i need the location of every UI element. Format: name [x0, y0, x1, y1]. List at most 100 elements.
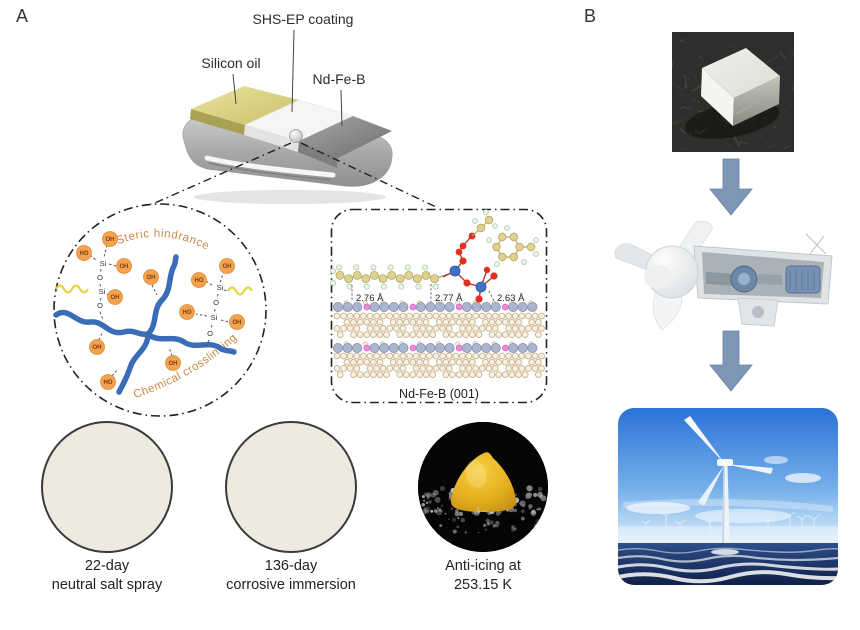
silicon-oil-edge: [190, 109, 245, 135]
stone-speck: [673, 83, 684, 91]
hydrogen-atom: [336, 264, 342, 271]
frost-speck: [421, 510, 427, 515]
atom: [416, 331, 423, 338]
stone-speck: [772, 123, 778, 130]
frost-speck: [535, 519, 541, 524]
atom: [388, 342, 399, 353]
atom: [515, 371, 522, 378]
droplet-sphere: [289, 129, 303, 143]
hydrogen-atom: [415, 283, 422, 290]
anti-icing-photo: [418, 422, 548, 552]
surface-plane-label: Nd-Fe-B (001): [399, 387, 479, 401]
stone-speck: [678, 67, 682, 74]
atom: [419, 312, 427, 320]
silicon-oil-leader-line: [232, 73, 237, 105]
frost-speck: [450, 507, 453, 510]
atom: [445, 352, 453, 360]
atom: [492, 365, 499, 372]
frost-speck: [485, 510, 487, 513]
alkyl-chain: [330, 264, 453, 290]
atom: [402, 318, 410, 326]
turbine-blade-2: [725, 464, 773, 474]
atom: [425, 301, 436, 312]
atom: [340, 312, 347, 320]
atom: [409, 344, 417, 352]
atom: [379, 352, 387, 360]
atom: [508, 371, 516, 378]
gearbox-hub: [738, 273, 750, 285]
stone-speck: [672, 120, 676, 125]
frost-speck: [528, 507, 531, 510]
distance-lines: [351, 284, 495, 302]
stone-speck: [692, 97, 697, 103]
atom: [488, 371, 496, 378]
atom: [478, 365, 486, 372]
silicone-squiggles: [55, 284, 253, 296]
atom: [415, 301, 426, 312]
hydroxyl-circle: [143, 269, 159, 285]
atom: [442, 331, 450, 338]
atom: [363, 371, 371, 378]
frost-speck: [433, 509, 438, 513]
atom: [511, 325, 519, 332]
atom: [439, 325, 446, 332]
hydrogen-atom: [381, 283, 387, 290]
hydroxyl-label: HO: [183, 310, 192, 316]
stone-speck: [674, 119, 683, 124]
caption-line: 253.15 K: [453, 577, 513, 593]
atom: [396, 371, 404, 378]
atom: [432, 352, 440, 360]
atom: [416, 318, 423, 326]
atom: [426, 365, 433, 372]
atom: [379, 312, 387, 320]
frost-speck: [424, 506, 431, 513]
atom: [455, 344, 463, 352]
frost-speck: [423, 507, 427, 511]
atom: [366, 365, 374, 372]
frost-speck: [483, 523, 487, 527]
hydrogen-atom: [422, 264, 428, 271]
frost-speck: [452, 529, 457, 534]
frost-speck: [430, 510, 434, 513]
coating-label: SHS-EP coating: [253, 11, 354, 27]
atom: [346, 352, 354, 360]
frost-speck: [448, 498, 450, 500]
atom: [356, 318, 364, 326]
carbon-atom: [387, 270, 397, 280]
atom: [478, 352, 486, 360]
atom: [369, 342, 380, 353]
frost-speck: [486, 522, 490, 526]
frost-speck: [424, 509, 430, 514]
atom: [388, 301, 399, 312]
hydroxyl-label: OH: [169, 361, 178, 367]
atom: [515, 358, 522, 366]
salt-spray-sample-photo: [41, 421, 173, 553]
atom: [416, 358, 423, 366]
atom: [426, 312, 433, 320]
atom: [346, 365, 354, 372]
atom: [488, 331, 496, 338]
atom: [465, 325, 473, 332]
atom: [482, 318, 489, 326]
frost-speck: [460, 517, 466, 523]
atom: [398, 342, 409, 353]
atom: [518, 325, 526, 332]
frost-speck: [464, 531, 468, 534]
main-shaft: [706, 272, 738, 286]
far-turbine: [704, 518, 716, 536]
panel-b-label: B: [584, 6, 597, 26]
frost-speck: [422, 499, 426, 502]
stone-speck: [678, 107, 683, 110]
distance-2: 2.77 Å: [435, 293, 463, 304]
atom: [340, 325, 347, 332]
frost-speck: [513, 527, 517, 531]
far-turbine: [641, 519, 651, 534]
atom: [462, 371, 470, 378]
atom: [429, 331, 437, 338]
stone-speck: [693, 72, 700, 85]
frost-speck: [477, 531, 480, 534]
atom: [508, 301, 519, 312]
atom: [396, 318, 404, 326]
down-arrow-icon: [709, 158, 753, 216]
